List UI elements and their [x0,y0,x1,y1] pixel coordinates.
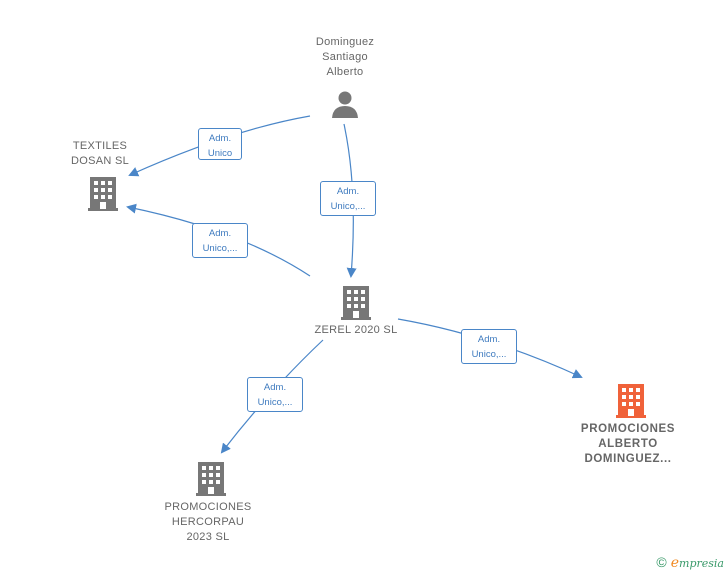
relation-label[interactable]: Adm. Unico [198,128,242,160]
building-icon[interactable] [196,460,226,496]
relation-role: Adm. [208,133,232,144]
company-name[interactable]: TEXTILES DOSAN SL [70,140,130,167]
relation-role: Adm. [263,382,287,393]
brand-logo: empresia [670,555,724,571]
relation-role: Adm. [208,228,232,239]
company-name[interactable]: ZEREL 2020 SL [314,324,398,336]
relation-detail: Unico [207,148,233,159]
relation-label[interactable]: Adm. Unico,... [320,181,376,216]
relation-label[interactable]: Adm. Unico,... [192,223,248,258]
building-icon[interactable] [341,284,371,320]
person-icon[interactable] [330,89,360,119]
building-icon[interactable] [88,175,118,211]
relation-detail: Unico,... [471,349,507,360]
relation-detail: Unico,... [330,201,366,212]
person-name[interactable]: Dominguez Santiago Alberto [315,36,375,78]
relation-detail: Unico,... [202,243,238,254]
copyright-icon: © [656,554,667,570]
company-name[interactable]: PROMOCIONES HERCORPAU 2023 SL [164,501,252,543]
relation-role: Adm. [336,186,360,197]
relation-label[interactable]: Adm. Unico,... [461,329,517,364]
relation-role: Adm. [477,334,501,345]
brand-footer: ©empresia [656,554,724,571]
relation-detail: Unico,... [257,397,293,408]
company-name[interactable]: PROMOCIONES ALBERTO DOMINGUEZ... [580,423,676,465]
relation-label[interactable]: Adm. Unico,... [247,377,303,412]
building-icon[interactable] [616,382,646,418]
